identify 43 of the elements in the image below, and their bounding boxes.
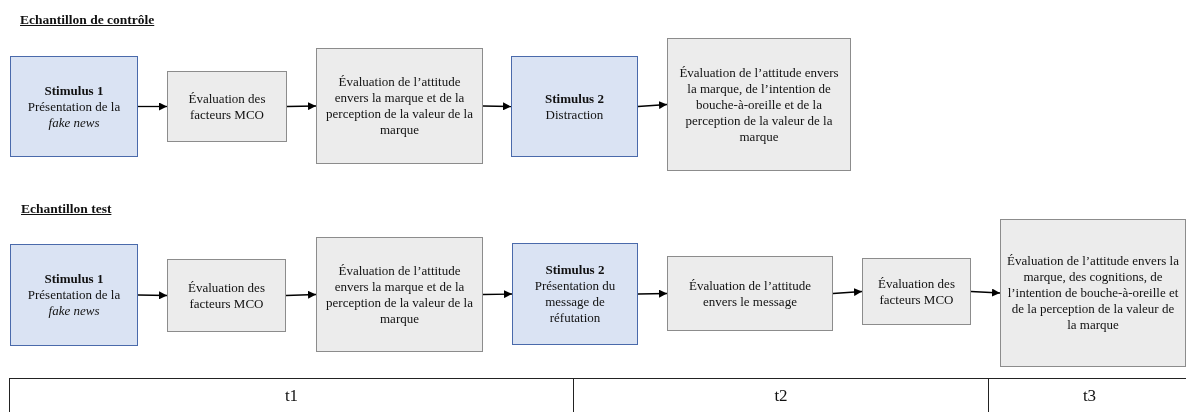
stimulus-box [511,56,638,157]
evaluation-box [862,258,971,325]
evaluation-box [316,237,483,352]
arrow [482,290,513,299]
arrow [137,291,168,300]
timeline-cell: t2 [573,378,988,412]
stimulus-box [512,243,638,345]
arrow [637,101,668,110]
timeline-cell: t1 [9,378,573,412]
step-heading: Stimulus 2 [545,262,605,278]
step-text: Évaluation de l’attitude envers le message [688,277,812,310]
arrow [832,288,863,297]
arrow [285,290,317,299]
stimulus-box [10,244,138,346]
step-heading: Stimulus 2 [545,90,604,107]
arrow [970,288,1001,297]
step-text: Présentation de la fake news [26,98,122,131]
evaluation-box [667,256,833,331]
timeline-cell: t3 [988,378,1186,412]
arrow [482,102,512,111]
step-text: Évaluation des facteurs MCO [187,90,267,123]
step-heading: Stimulus 1 [44,271,104,287]
step-text: Évaluation de l’attitude envers la marque, des cognitions, de l’intention de bouche-à-oreille et de la perception de la valeur de la marque [1007,253,1179,333]
step-text: Évaluation de l’attitude envers la marque et de la perception de la valeur de la marque [325,74,474,138]
evaluation-box [316,48,483,164]
arrow [637,289,668,298]
step-text: Évaluation de l’attitude envers la marque et de la perception de la valeur de la marque [325,262,474,327]
arrow [286,102,317,111]
step-text: Évaluation de l’attitude envers la marque, de l’intention de bouche-à-oreille et de la perception de la valeur de la marque [678,64,840,145]
arrow [137,102,168,111]
step-text: Présentation de la fake news [26,287,122,319]
step-text: Évaluation des facteurs MCO [877,275,956,308]
evaluation-box [667,38,851,171]
step-text: Présentation du message de réfutation [533,278,617,326]
step-heading: Stimulus 1 [44,82,104,99]
section-heading: Echantillon test [21,201,112,217]
evaluation-box [167,71,287,142]
step-text: Évaluation des facteurs MCO [187,279,266,312]
stimulus-box [10,56,138,157]
evaluation-box [1000,219,1186,367]
section-heading: Echantillon de contrôle [20,12,155,28]
step-text: Distraction [545,106,604,123]
evaluation-box [167,259,286,332]
